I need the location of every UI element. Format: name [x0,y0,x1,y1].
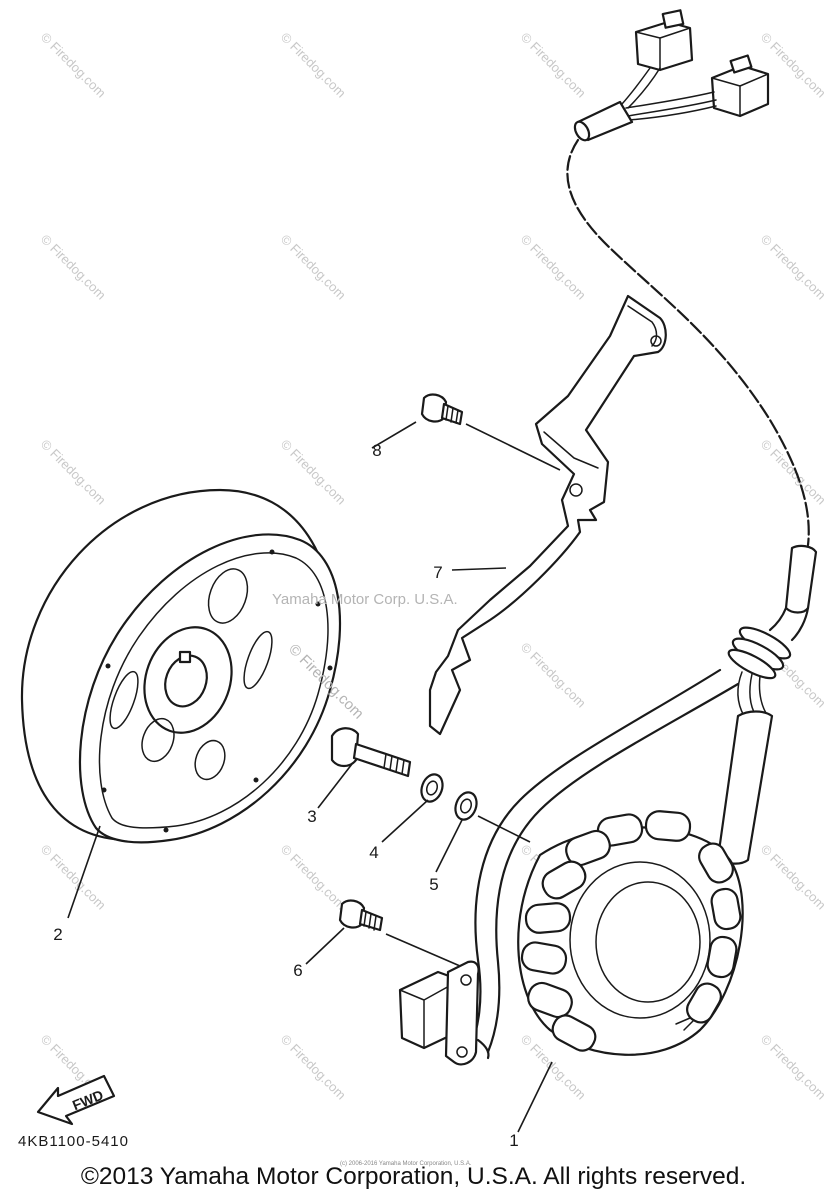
callout-5: 5 [429,875,438,894]
callout-3: 3 [307,807,316,826]
callout-6: 6 [293,961,302,980]
callout-4: 4 [369,843,378,862]
wire-harness-connectors [566,9,810,547]
callout-8: 8 [372,441,381,460]
watermark-text: © Firedog.com [518,30,589,101]
watermark-text: © Firedog.com [758,1032,827,1103]
watermark-text: © Firedog.com [38,30,109,101]
copyright-notice: ©2013 Yamaha Motor Corporation, U.S.A. A… [80,1163,747,1190]
center-watermark: Yamaha Motor Corp. U.S.A. [272,591,458,608]
watermark-text: © Firedog.com [278,1032,349,1103]
watermark-text: © Firedog.com [278,232,349,303]
stator-windings [520,810,742,1052]
stator-lead-bracket [428,294,667,736]
callout-leaders [67,421,553,1133]
washer-4 [420,773,444,803]
callout-1: 1 [509,1131,518,1150]
watermark-text: © Firedog.com [758,842,827,913]
bolt-3 [330,727,412,778]
watermark-text: © Firedog.com [758,437,827,508]
washer-5 [454,791,531,843]
callout-7: 7 [433,563,442,582]
watermark-text: © Firedog.com [38,437,109,508]
watermark-text: © Firedog.com [518,640,589,711]
watermark-text: © Firedog.com [278,437,349,508]
watermark-text: © Firedog.com [278,30,349,101]
screw-8 [420,393,561,471]
fwd-arrow-icon: FWD [36,1074,116,1126]
part-number: 4KB1100-5410 [18,1133,129,1150]
pickup-coil [398,960,490,1066]
watermark-text: © Firedog.com [278,842,349,913]
watermark-text: © Firedog.com [758,232,827,303]
watermark-text: © Firedog.com [518,232,589,303]
callout-2: 2 [53,925,62,944]
watermark-text: © Firedog.com [38,232,109,303]
flywheel-rotor: © Firedog.com [20,488,367,844]
screw-6 [338,899,461,967]
stator-assembly [468,544,818,1056]
callout-numbers: 1 2 3 4 5 6 7 8 [53,441,518,1150]
tiny-note: (c) 2006-2016 Yamaha Motor Corporation, … [340,1161,472,1167]
